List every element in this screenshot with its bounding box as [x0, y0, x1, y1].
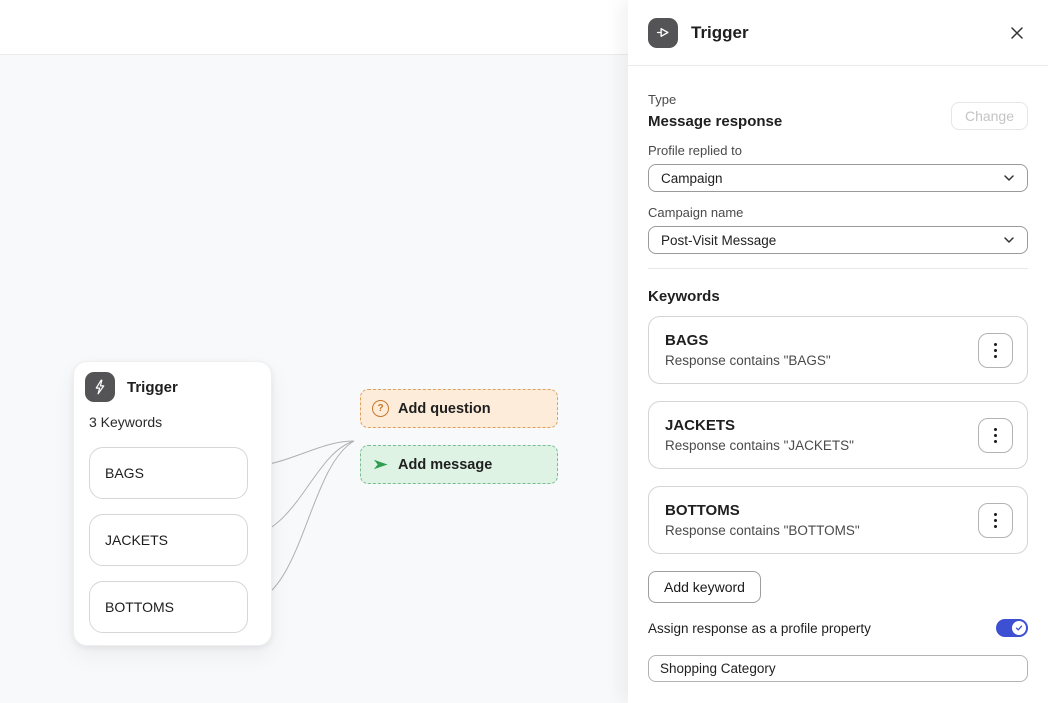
trigger-node-card[interactable]: Trigger 3 Keywords BAGS JACKETS BOTTOMS [73, 361, 272, 646]
trigger-node-subtitle: 3 Keywords [89, 414, 163, 430]
add-message-button[interactable]: Add message [360, 445, 558, 484]
flow-canvas[interactable]: Trigger 3 Keywords BAGS JACKETS BOTTOMS … [0, 0, 628, 703]
top-bar [0, 0, 628, 55]
keyword-node-label: JACKETS [105, 532, 169, 548]
keyword-menu-kebab-icon[interactable] [978, 332, 1013, 368]
keyword-node-bottoms[interactable]: BOTTOMS [89, 581, 248, 633]
add-keyword-button[interactable]: Add keyword [648, 571, 761, 603]
keyword-node-jackets[interactable]: JACKETS [89, 514, 248, 566]
panel-title: Trigger [691, 22, 749, 42]
type-value: Message response [648, 113, 783, 130]
close-icon[interactable] [1006, 22, 1028, 44]
keyword-node-label: BOTTOMS [105, 599, 174, 615]
keyword-node-bags[interactable]: BAGS [89, 447, 248, 499]
keyword-card-bags: BAGS Response contains "BAGS" [648, 316, 1028, 384]
keyword-menu-kebab-icon[interactable] [978, 502, 1013, 538]
trigger-settings-panel: Trigger Type Message response Change Pro… [628, 0, 1048, 703]
keyword-card-jackets: JACKETS Response contains "JACKETS" [648, 401, 1028, 469]
panel-body: Type Message response Change Profile rep… [628, 66, 1048, 682]
send-trigger-icon [648, 17, 678, 48]
keyword-name: BOTTOMS [665, 502, 740, 519]
change-type-button[interactable]: Change [950, 102, 1028, 130]
question-circle-icon: ? [372, 400, 389, 417]
keyword-node-label: BAGS [105, 465, 144, 481]
keyword-name: JACKETS [665, 417, 736, 434]
keyword-description: Response contains "JACKETS" [665, 438, 854, 453]
campaign-name-select[interactable]: Post-Visit Message [648, 226, 1028, 254]
chevron-down-icon [1004, 237, 1014, 243]
toggle-check-icon [1012, 621, 1026, 635]
lightning-icon [85, 372, 115, 402]
campaign-name-label: Campaign name [648, 205, 744, 220]
profile-property-name-input[interactable] [648, 655, 1028, 682]
chevron-down-icon [1004, 175, 1014, 181]
add-question-button[interactable]: ? Add question [360, 389, 558, 428]
campaign-name-value: Post-Visit Message [661, 232, 777, 248]
trigger-node-title: Trigger [127, 379, 178, 396]
profile-replied-to-select[interactable]: Campaign [648, 164, 1028, 192]
panel-header: Trigger [628, 0, 1048, 66]
profile-replied-to-value: Campaign [661, 170, 723, 186]
profile-replied-to-label: Profile replied to [648, 143, 742, 158]
keyword-description: Response contains "BAGS" [665, 353, 831, 368]
assign-profile-property-toggle[interactable] [996, 619, 1028, 637]
keyword-description: Response contains "BOTTOMS" [665, 523, 860, 538]
keywords-heading: Keywords [648, 288, 720, 305]
keyword-card-bottoms: BOTTOMS Response contains "BOTTOMS" [648, 486, 1028, 554]
add-message-label: Add message [398, 456, 493, 473]
assign-profile-property-label: Assign response as a profile property [648, 620, 871, 636]
type-label: Type [648, 92, 677, 107]
keyword-menu-kebab-icon[interactable] [978, 417, 1013, 453]
add-question-label: Add question [398, 400, 491, 417]
section-divider [648, 268, 1028, 269]
keyword-name: BAGS [665, 332, 709, 349]
send-icon [372, 456, 389, 473]
